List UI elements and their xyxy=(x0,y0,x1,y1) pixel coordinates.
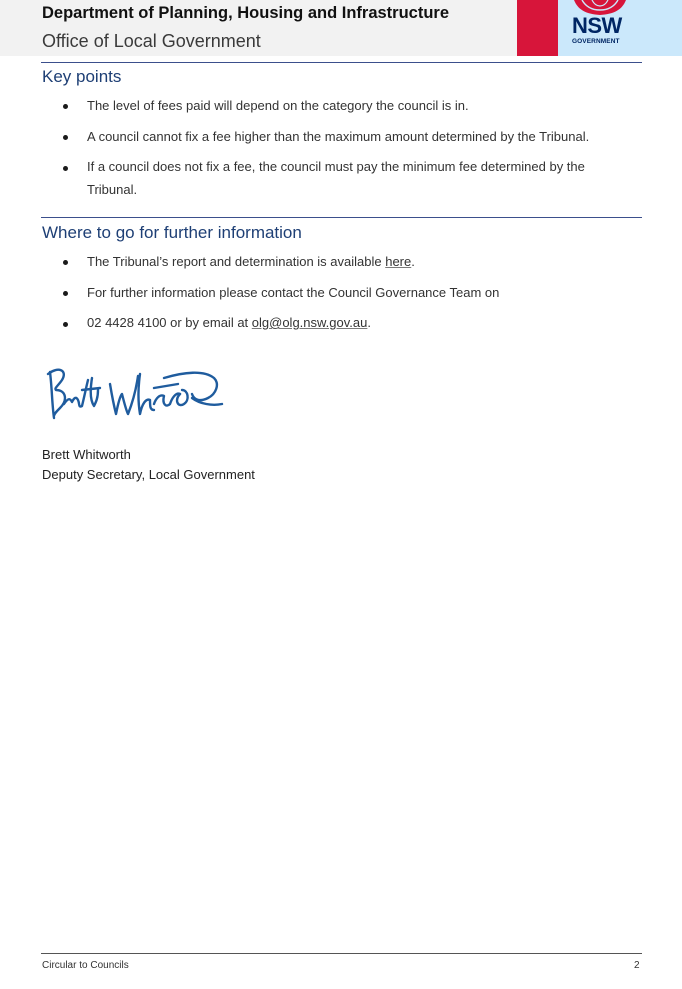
further-info-item: The Tribunal’s report and determination … xyxy=(87,254,415,269)
period: . xyxy=(367,315,371,330)
further-info-heading: Where to go for further information xyxy=(42,223,302,242)
footer-title: Circular to Councils xyxy=(42,960,129,971)
email-link[interactable]: olg@olg.nsw.gov.au xyxy=(251,315,368,330)
key-point-item: The level of fees paid will depend on th… xyxy=(87,98,469,113)
signature xyxy=(46,368,224,420)
department-name: Department of Planning, Housing and Infr… xyxy=(42,4,450,22)
nsw-wordmark: NSW xyxy=(572,13,622,38)
office-name: Office of Local Government xyxy=(42,31,261,51)
page-number: 2 xyxy=(634,960,640,971)
report-text: The Tribunal’s report and determination … xyxy=(87,254,386,269)
government-wordmark: GOVERNMENT xyxy=(572,38,620,45)
key-point-item: A council cannot fix a fee higher than t… xyxy=(87,129,590,144)
footer-divider xyxy=(41,953,642,954)
period: . xyxy=(411,254,415,269)
bullet-icon xyxy=(63,166,68,171)
key-point-item-continuation: Tribunal. xyxy=(87,182,138,197)
key-points-heading: Key points xyxy=(42,67,122,86)
bullet-icon xyxy=(63,322,68,327)
further-info-item: 02 4428 4100 or by email at olg@olg.nsw.… xyxy=(87,315,371,330)
bullet-icon xyxy=(63,260,68,265)
waratah-icon xyxy=(574,0,626,15)
bullet-icon xyxy=(63,291,68,296)
further-info-item: For further information please contact t… xyxy=(87,285,500,300)
logo-red-band xyxy=(517,0,558,56)
signatory-role: Deputy Secretary, Local Government xyxy=(42,467,255,482)
divider xyxy=(41,62,642,63)
bullet-icon xyxy=(63,104,68,109)
key-point-item: If a council does not fix a fee, the cou… xyxy=(87,159,585,174)
nsw-government-logo xyxy=(558,0,682,56)
bullet-icon xyxy=(63,135,68,140)
phone-text: 02 4428 4100 or by email at xyxy=(87,315,252,330)
divider xyxy=(41,217,642,218)
signatory-name: Brett Whitworth xyxy=(42,447,131,462)
report-link[interactable]: here xyxy=(385,254,412,269)
